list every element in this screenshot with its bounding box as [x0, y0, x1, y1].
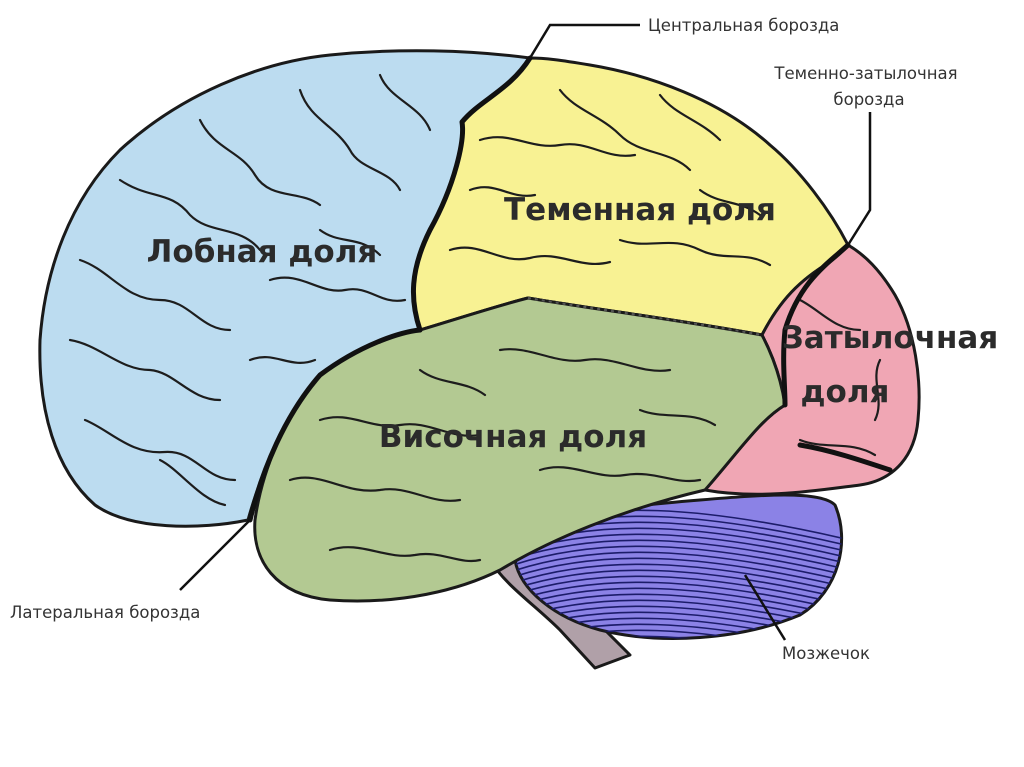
- occipital-fold-line: [797, 442, 893, 473]
- lateral-sulcus-leader: [179, 519, 251, 591]
- central-sulcus-leader: [528, 23, 640, 59]
- cerebellum-stripe: [515, 545, 842, 577]
- temporal-lobe-label: Височная доля: [379, 419, 647, 455]
- cerebellum-stripe: [515, 539, 842, 571]
- central-sulcus-line: [411, 55, 533, 333]
- parieto-occipital-leader: [846, 112, 872, 246]
- lateral-sulcus-line: [247, 327, 423, 523]
- cerebellum-stripe: [515, 629, 842, 639]
- lobe-boundary-dotted: [527, 297, 763, 336]
- cerebellum-stripe: [515, 593, 842, 625]
- cerebellum-label: Мозжечок: [782, 644, 870, 663]
- cerebellum-stripe: [515, 569, 842, 601]
- cerebellum-stripe: [515, 587, 842, 619]
- cerebellum-stripe: [515, 635, 842, 639]
- frontal-lobe-label: Лобная доля: [147, 234, 378, 270]
- cerebellum-stripe: [515, 551, 842, 583]
- occipital-lobe: [703, 243, 921, 496]
- occipital-lobe-label-line2: доля: [801, 374, 890, 410]
- parietal-lobe-label: Теменная доля: [504, 192, 776, 228]
- cerebellum-stripe: [515, 563, 842, 595]
- parieto-occipital-label-line2: борозда: [833, 90, 904, 109]
- cerebellum-stripe: [515, 557, 842, 589]
- central-sulcus-label: Центральная борозда: [648, 16, 839, 35]
- cerebellum-leader: [743, 574, 787, 641]
- cerebellum-stripe: [515, 581, 842, 613]
- gyri-folds: [68, 73, 882, 563]
- lateral-sulcus-label: Латеральная борозда: [10, 603, 200, 622]
- parieto-occipital-sulcus-line: [781, 242, 851, 408]
- parieto-occipital-label-line1: Теменно-затылочная: [773, 64, 957, 83]
- cerebellum-stripe: [515, 575, 842, 607]
- occipital-lobe-label-line1: Затылочная: [782, 320, 998, 356]
